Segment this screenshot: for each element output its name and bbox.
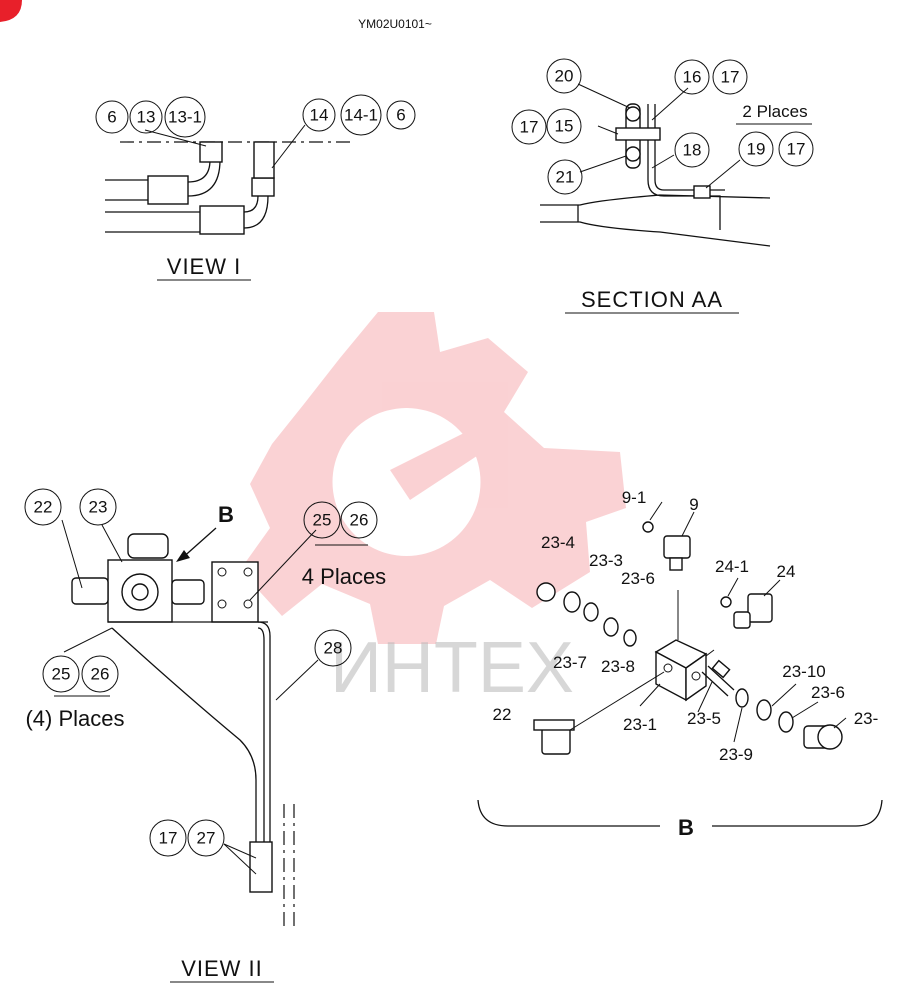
view-1-callouts: 6 13 13-1 14 14-1 6: [95, 94, 416, 138]
callout-16: 16: [683, 68, 702, 87]
view-2-title: VIEW II: [181, 956, 263, 981]
callout-13-1: 13-1: [168, 108, 202, 127]
callout-17a: 17: [721, 68, 740, 87]
label-23-8: 23-8: [601, 657, 635, 676]
label-23-dash: 23-: [854, 709, 879, 728]
callout-6b: 6: [396, 106, 405, 125]
callout-28: 28: [324, 639, 343, 658]
callout-17c: 17: [787, 140, 806, 159]
callout-14-1: 14-1: [344, 106, 378, 125]
label-24: 24: [777, 562, 796, 581]
label-23-7: 23-7: [553, 653, 587, 672]
view-2-letter-b: B: [218, 502, 234, 527]
callout-19: 19: [747, 140, 766, 159]
callout-22: 22: [34, 498, 53, 517]
detail-b: B: [477, 501, 883, 840]
view-2-callouts: 22 23 25 26 25 26 28 17 27: [24, 488, 378, 857]
section-aa-title: SECTION AA: [581, 287, 723, 312]
drawing-code: YM02U0101~: [358, 17, 432, 31]
label-23-6a: 23-6: [621, 569, 655, 588]
label-9: 9: [689, 495, 698, 514]
label-24-1: 24-1: [715, 557, 749, 576]
view-1-title: VIEW I: [167, 254, 241, 279]
label-23-1: 23-1: [623, 715, 657, 734]
section-aa: 2 Places SECTION AA: [540, 83, 812, 314]
callout-23: 23: [89, 498, 108, 517]
callout-15: 15: [555, 117, 574, 136]
view-1: VIEW I: [105, 124, 350, 281]
view-2-places-right: 4 Places: [302, 564, 386, 589]
callout-21: 21: [556, 168, 575, 187]
label-23-10: 23-10: [782, 662, 825, 681]
watermark-text: ИНТЕХ: [330, 628, 574, 708]
callout-27: 27: [197, 829, 216, 848]
callout-6: 6: [107, 108, 116, 127]
label-23-5: 23-5: [687, 709, 721, 728]
view-2-places-left: (4) Places: [25, 706, 124, 731]
label-23-4: 23-4: [541, 533, 575, 552]
label-23-9: 23-9: [719, 745, 753, 764]
callout-13: 13: [137, 108, 156, 127]
callout-26b: 26: [91, 665, 110, 684]
callout-17b: 17: [520, 118, 539, 137]
view-2: B 4 Places (4) Places VIEW II: [25, 502, 386, 983]
callout-14: 14: [310, 106, 329, 125]
watermark-logo: [240, 312, 626, 644]
callout-25b: 25: [52, 665, 71, 684]
corner-badge: [0, 0, 22, 22]
label-22: 22: [493, 705, 512, 724]
callout-17d: 17: [159, 829, 178, 848]
label-9-1: 9-1: [622, 488, 647, 507]
section-aa-places: 2 Places: [742, 102, 807, 121]
label-23-6b: 23-6: [811, 683, 845, 702]
callout-18: 18: [683, 141, 702, 160]
detail-b-letter: B: [678, 815, 694, 840]
callout-25a: 25: [313, 511, 332, 530]
label-23-3: 23-3: [589, 551, 623, 570]
section-aa-callouts: 20 16 17 17 15 18 19 17 21: [511, 58, 814, 195]
callout-20: 20: [555, 67, 574, 86]
callout-26a: 26: [350, 511, 369, 530]
detail-b-labels: 9-1 9 23-4 23-3 23-6 24-1 24 23-7 23-8 2…: [493, 488, 879, 764]
